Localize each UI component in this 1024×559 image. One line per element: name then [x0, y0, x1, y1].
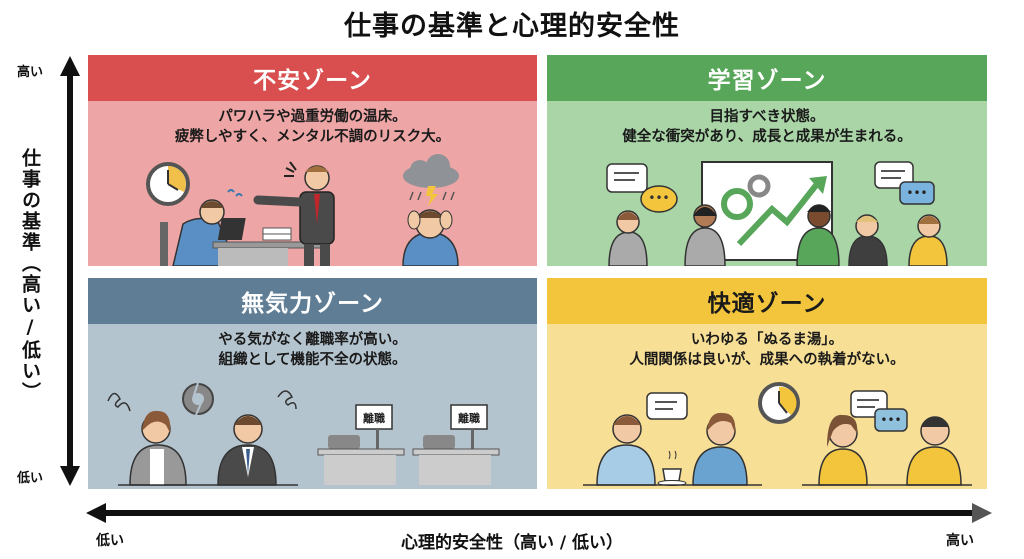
quadrant-apathy-zone: 無気力ゾーン やる気がなく離職率が高い。 組織として機能不全の状態。	[88, 278, 537, 489]
svg-text:離職: 離職	[458, 411, 480, 425]
vertical-axis-low-label: 低い	[17, 471, 44, 486]
speech-bubble-icon	[646, 392, 688, 420]
arrow-up-icon	[60, 56, 80, 76]
description-line: 目指すべき状態。	[709, 109, 825, 125]
arrow-left-icon	[86, 503, 106, 523]
description-line: 疲弊しやすく、メンタル不調のリスク大。	[174, 129, 451, 145]
learning-illustration: •••	[547, 154, 987, 266]
horizontal-axis-line	[104, 510, 974, 516]
apathy-illustration: 離職 離職	[88, 377, 537, 489]
quadrant-anxiety-zone: 不安ゾーン パワハラや過重労働の温床。 疲弊しやすく、メンタル不調のリスク大。	[88, 55, 537, 266]
quadrant-description: 目指すべき状態。 健全な衝突があり、成長と成果が生まれる。	[547, 101, 987, 147]
clock-icon	[758, 382, 800, 424]
speech-bubble-icon: •••	[850, 390, 908, 432]
team-members	[608, 204, 948, 266]
description-line: いわゆる「ぬるま湯」。	[690, 332, 844, 348]
scribble-icon	[277, 390, 297, 410]
horizontal-axis-high-label: 高い	[946, 533, 974, 549]
horizontal-axis-title: 心理的安全性（高い / 低い）	[400, 533, 624, 553]
bored-man	[217, 414, 277, 486]
bored-woman	[129, 410, 187, 486]
broken-gear-icon	[182, 382, 214, 416]
quadrant-header: 快適ゾーン	[547, 278, 987, 324]
horizontal-axis-low-label: 低い	[96, 533, 124, 549]
angry-boss	[253, 161, 335, 266]
description-line: 健全な衝突があり、成長と成果が生まれる。	[622, 129, 912, 145]
svg-text:離職: 離職	[363, 411, 385, 425]
chatting-people	[596, 412, 962, 486]
description-line: 人間関係は良いが、成果への執着がない。	[629, 352, 905, 368]
description-line: パワハラや過重労働の温床。	[218, 109, 407, 125]
arrow-right-icon	[972, 503, 992, 523]
svg-text:•••: •••	[648, 191, 669, 205]
quadrant-body: いわゆる「ぬるま湯」。 人間関係は良いが、成果への執着がない。	[547, 324, 987, 489]
quadrant-body: パワハラや過重労働の温床。 疲弊しやすく、メンタル不調のリスク大。	[88, 101, 537, 266]
quadrant-header: 学習ゾーン	[547, 55, 987, 101]
quadrant-description: パワハラや過重労働の温床。 疲弊しやすく、メンタル不調のリスク大。	[88, 101, 537, 147]
page-title: 仕事の基準と心理的安全性	[344, 11, 680, 42]
scribble-icon	[107, 392, 131, 412]
empty-desk: 離職	[317, 404, 405, 485]
quadrant-description: いわゆる「ぬるま湯」。 人間関係は良いが、成果への執着がない。	[547, 324, 987, 370]
vertical-axis-title: 仕事の基準（高い/低い）	[19, 148, 41, 403]
quadrant-comfort-zone: 快適ゾーン いわゆる「ぬるま湯」。 人間関係は良いが、成果への執着がない。	[547, 278, 987, 489]
storm-cloud-icon	[403, 154, 459, 206]
vertical-axis-high-label: 高い	[17, 65, 44, 80]
arrow-down-icon	[60, 466, 80, 486]
svg-text:•••: •••	[880, 413, 901, 427]
quadrant-learning-zone: 学習ゾーン 目指すべき状態。 健全な衝突があり、成長と成果が生まれる。 •••	[547, 55, 987, 266]
vertical-axis-line	[67, 70, 73, 474]
coffee-cup-icon	[657, 450, 687, 486]
speech-bubble-icon: •••	[874, 161, 935, 205]
speech-bubble-icon: •••	[606, 163, 678, 213]
quadrant-description: やる気がなく離職率が高い。 組織として機能不全の状態。	[88, 324, 537, 370]
clock-icon	[146, 162, 190, 206]
quadrant-body: やる気がなく離職率が高い。 組織として機能不全の状態。	[88, 324, 537, 489]
description-line: やる気がなく離職率が高い。	[218, 332, 407, 348]
description-line: 組織として機能不全の状態。	[218, 352, 407, 368]
worried-person	[402, 209, 459, 266]
quadrant-header: 不安ゾーン	[88, 55, 537, 101]
quadrant-header: 無気力ゾーン	[88, 278, 537, 324]
quadrant-body: 目指すべき状態。 健全な衝突があり、成長と成果が生まれる。 •••	[547, 101, 987, 266]
svg-text:•••: •••	[906, 186, 927, 200]
comfort-illustration: •••	[547, 377, 987, 489]
anxiety-illustration	[88, 154, 537, 266]
empty-desk: 離職	[412, 404, 500, 485]
